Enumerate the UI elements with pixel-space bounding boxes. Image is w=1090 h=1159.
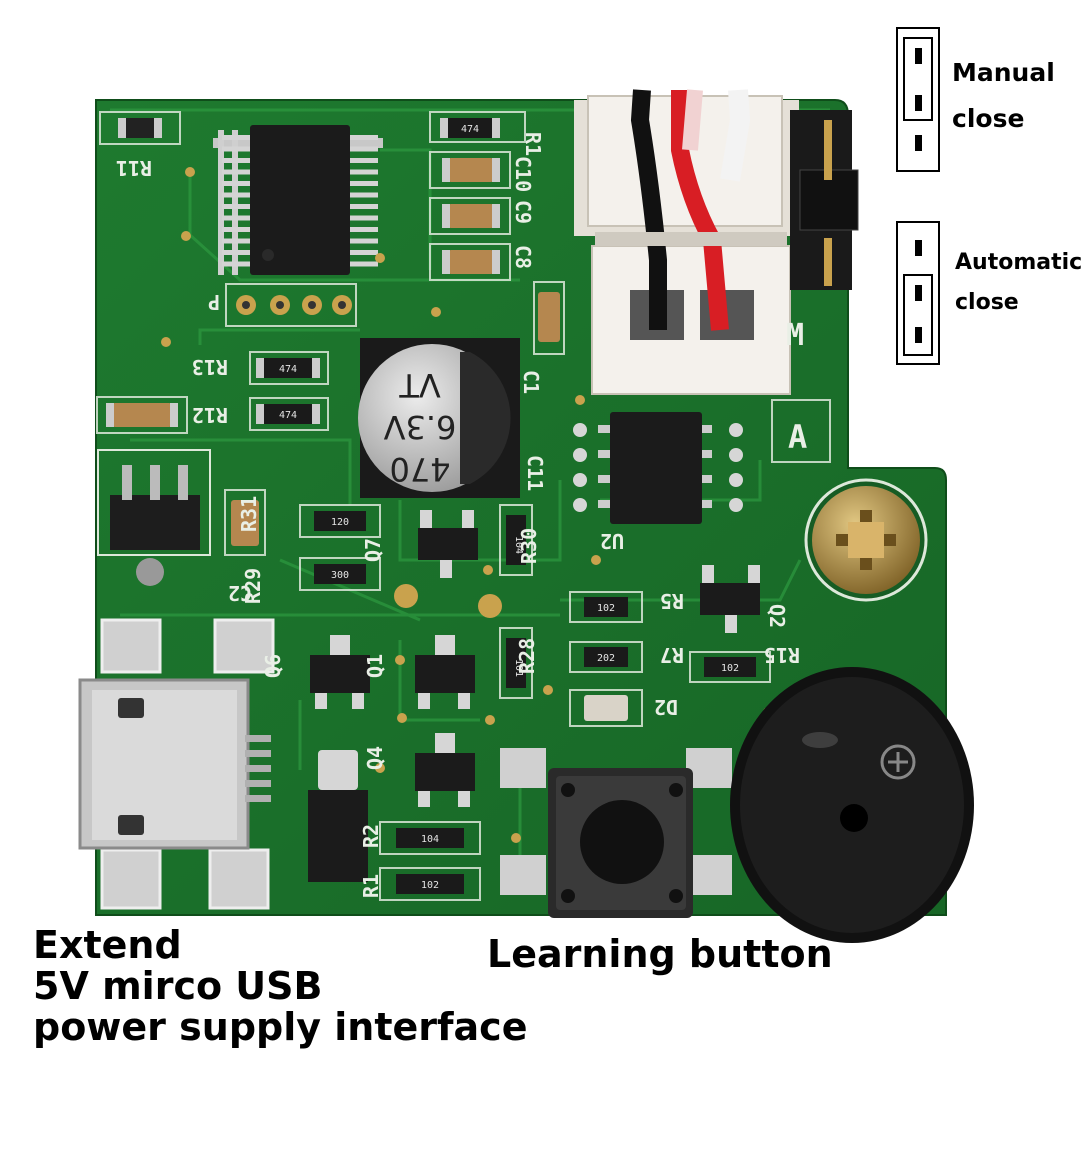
svg-text:M: M: [786, 318, 804, 353]
svg-text:R7: R7: [660, 643, 684, 667]
header-p: [236, 295, 352, 315]
automatic-close-label: Automatic close: [955, 250, 1083, 315]
ic-pin: [350, 238, 378, 244]
svg-text:C9: C9: [511, 200, 535, 224]
svg-text:C2: C2: [228, 581, 252, 605]
svg-text:C1: C1: [519, 370, 543, 394]
transistors: [308, 528, 760, 882]
jumper-header: [790, 110, 859, 290]
svg-text:Q4: Q4: [363, 746, 387, 770]
svg-text:R12: R12: [192, 403, 228, 427]
manual-close-label: Manual close: [952, 58, 1055, 133]
ic-pin: [350, 192, 378, 198]
ic-chip-main: [213, 125, 383, 275]
silkscreen-outlines: [96, 111, 831, 901]
ic-pin: [350, 261, 378, 267]
svg-text:D2: D2: [654, 695, 678, 719]
svg-text:104: 104: [421, 834, 439, 845]
svg-text:474: 474: [279, 410, 297, 421]
svg-text:474: 474: [279, 364, 297, 375]
svg-text:6.3V: 6.3V: [384, 408, 457, 446]
resistor-codes: 474 474 474 120 300 104 102 202 102 101 …: [279, 124, 739, 891]
ic-pin: [350, 146, 378, 152]
ic-pin: [222, 261, 250, 267]
svg-text:R11: R11: [116, 156, 152, 180]
svg-text:120: 120: [331, 517, 349, 528]
ic-pin: [222, 204, 250, 209]
ic-pin: [222, 192, 250, 198]
svg-text:C8: C8: [511, 245, 535, 269]
svg-text:Q6: Q6: [261, 654, 285, 678]
ic-pin: [350, 181, 378, 186]
ic-pin: [222, 135, 250, 140]
ic-pin: [222, 227, 250, 232]
svg-text:R15: R15: [764, 643, 800, 667]
ic-pin: [350, 204, 378, 209]
svg-text:101: 101: [513, 659, 524, 677]
ic-pin: [222, 181, 250, 186]
manual-close-diagram: [896, 27, 940, 172]
svg-text:R13: R13: [192, 355, 228, 379]
ic-pin: [222, 238, 250, 244]
wire-connectors: [574, 89, 799, 395]
ic-pin: [222, 158, 250, 163]
svg-text:300: 300: [331, 570, 349, 581]
ic-pin: [350, 135, 378, 140]
svg-text:U2: U2: [600, 529, 624, 553]
vias: [161, 167, 773, 843]
automatic-close-diagram: [896, 221, 940, 365]
ic-pin: [222, 250, 250, 255]
ic-pin: [350, 227, 378, 232]
ic-pin: [222, 146, 250, 152]
svg-text:R29: R29: [241, 568, 265, 604]
silkscreen-labels: R11 R1 C10 C9 C8 P R13 R12 C1 C11 R31 R2…: [116, 132, 807, 898]
svg-text:102: 102: [597, 603, 615, 614]
ic-chip-u2: [573, 412, 743, 524]
svg-text:C11: C11: [523, 455, 547, 491]
ic-pin: [222, 215, 250, 221]
ic-pin: [350, 158, 378, 163]
buzzer: [730, 667, 974, 943]
svg-text:102: 102: [421, 880, 439, 891]
svg-text:R28: R28: [515, 638, 539, 674]
screw: [804, 478, 928, 602]
svg-text:Q7: Q7: [361, 538, 385, 562]
smd-components: [106, 118, 756, 894]
svg-text:VT: VT: [399, 366, 441, 404]
svg-text:R5: R5: [660, 589, 684, 613]
voltage-regulator: [97, 449, 211, 586]
svg-text:202: 202: [597, 653, 615, 664]
svg-text:R2: R2: [359, 824, 383, 848]
svg-text:Q1: Q1: [363, 654, 387, 678]
micro-usb-connector: [78, 618, 275, 910]
svg-text:470: 470: [389, 450, 450, 488]
svg-text:104: 104: [513, 536, 524, 554]
svg-text:Q2: Q2: [765, 604, 789, 628]
ic-pin: [222, 169, 250, 175]
svg-text:R1: R1: [359, 874, 383, 898]
transistor-pads: [315, 510, 760, 807]
svg-text:P: P: [208, 290, 220, 314]
learning-button-switch: [500, 748, 732, 918]
usb-power-label: Extend 5V mirco USB power supply interfa…: [33, 923, 528, 1049]
electrolytic-capacitor: 470 6.3V VT: [358, 338, 520, 498]
svg-text:R1: R1: [521, 132, 545, 156]
learning-button-label: Learning button: [487, 932, 833, 976]
svg-text:R30: R30: [517, 528, 541, 564]
svg-text:102: 102: [721, 663, 739, 674]
ic-pin: [350, 169, 378, 175]
ic-pin: [350, 215, 378, 221]
svg-text:R31: R31: [237, 496, 261, 532]
svg-text:474: 474: [461, 124, 479, 135]
svg-text:C10: C10: [511, 156, 535, 192]
svg-text:A: A: [788, 418, 807, 456]
ic-pin: [350, 250, 378, 255]
